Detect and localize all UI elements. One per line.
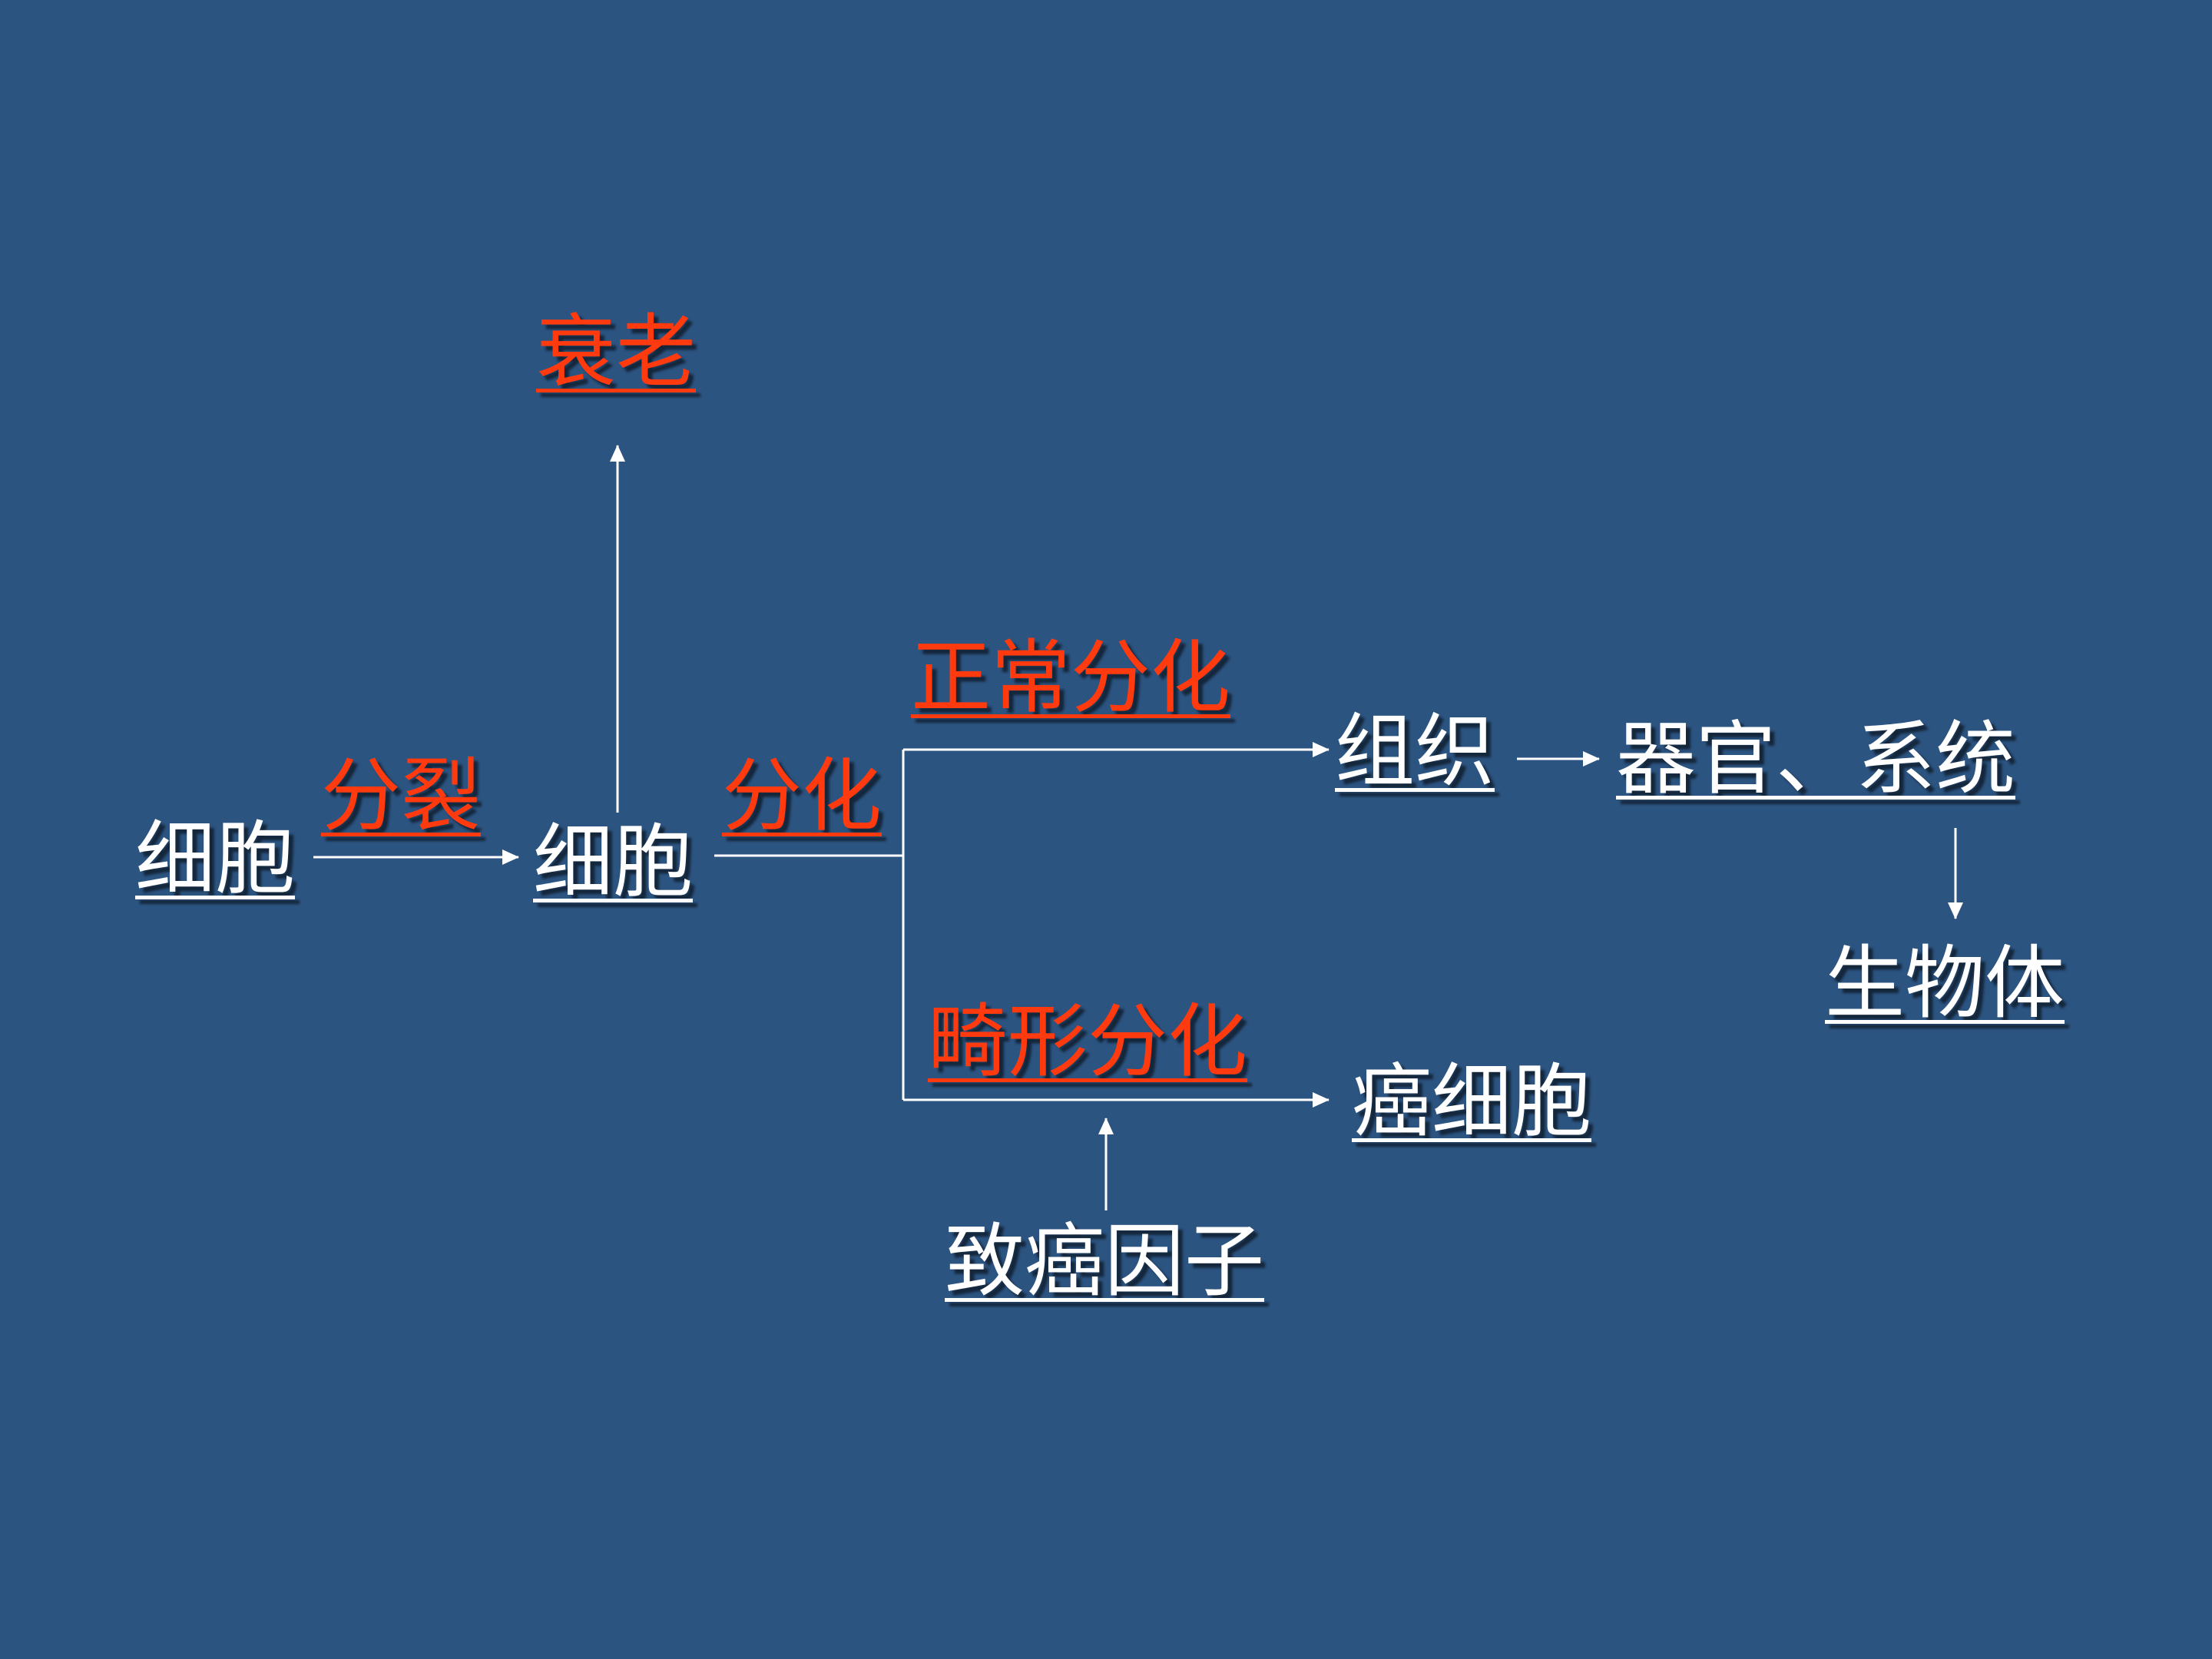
label-normal-differentiation: 正常分化 [911,631,1231,724]
node-organ-system: 器官、系统 [1616,712,2016,806]
node-carcinogen: 致癌因子 [945,1214,1265,1308]
node-cell-start: 细胞 [135,812,296,906]
node-tissue: 组织 [1335,704,1495,798]
node-cell-middle: 细胞 [533,815,694,909]
label-division: 分裂 [321,749,482,843]
label-differentiation: 分化 [722,749,882,843]
node-organism: 生物体 [1825,936,2065,1030]
node-cancer-cell: 癌细胞 [1352,1055,1592,1148]
label-abnormal-differentiation: 畸形分化 [928,995,1248,1088]
label-senescence: 衰老 [536,305,697,399]
